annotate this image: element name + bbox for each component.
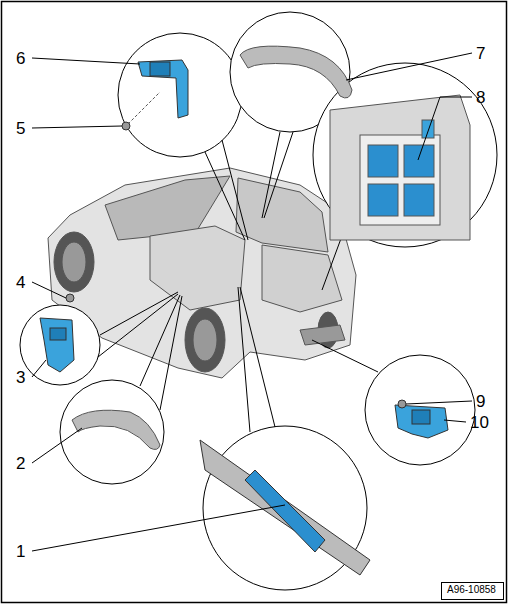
callout-number: 8	[476, 89, 485, 106]
callout-number: 6	[16, 50, 25, 67]
callout-number: 3	[16, 369, 25, 386]
callout-number: 7	[476, 45, 485, 62]
callout-number: 10	[470, 414, 489, 431]
callout-number: 9	[476, 393, 485, 410]
figure-id: A96-10858	[447, 585, 498, 595]
callout-number: 1	[16, 543, 25, 560]
callout-number: 5	[16, 120, 25, 137]
figure-id-box: A96-10858	[441, 582, 504, 600]
callout-number: 2	[16, 455, 25, 472]
callout-number: 4	[16, 274, 25, 291]
